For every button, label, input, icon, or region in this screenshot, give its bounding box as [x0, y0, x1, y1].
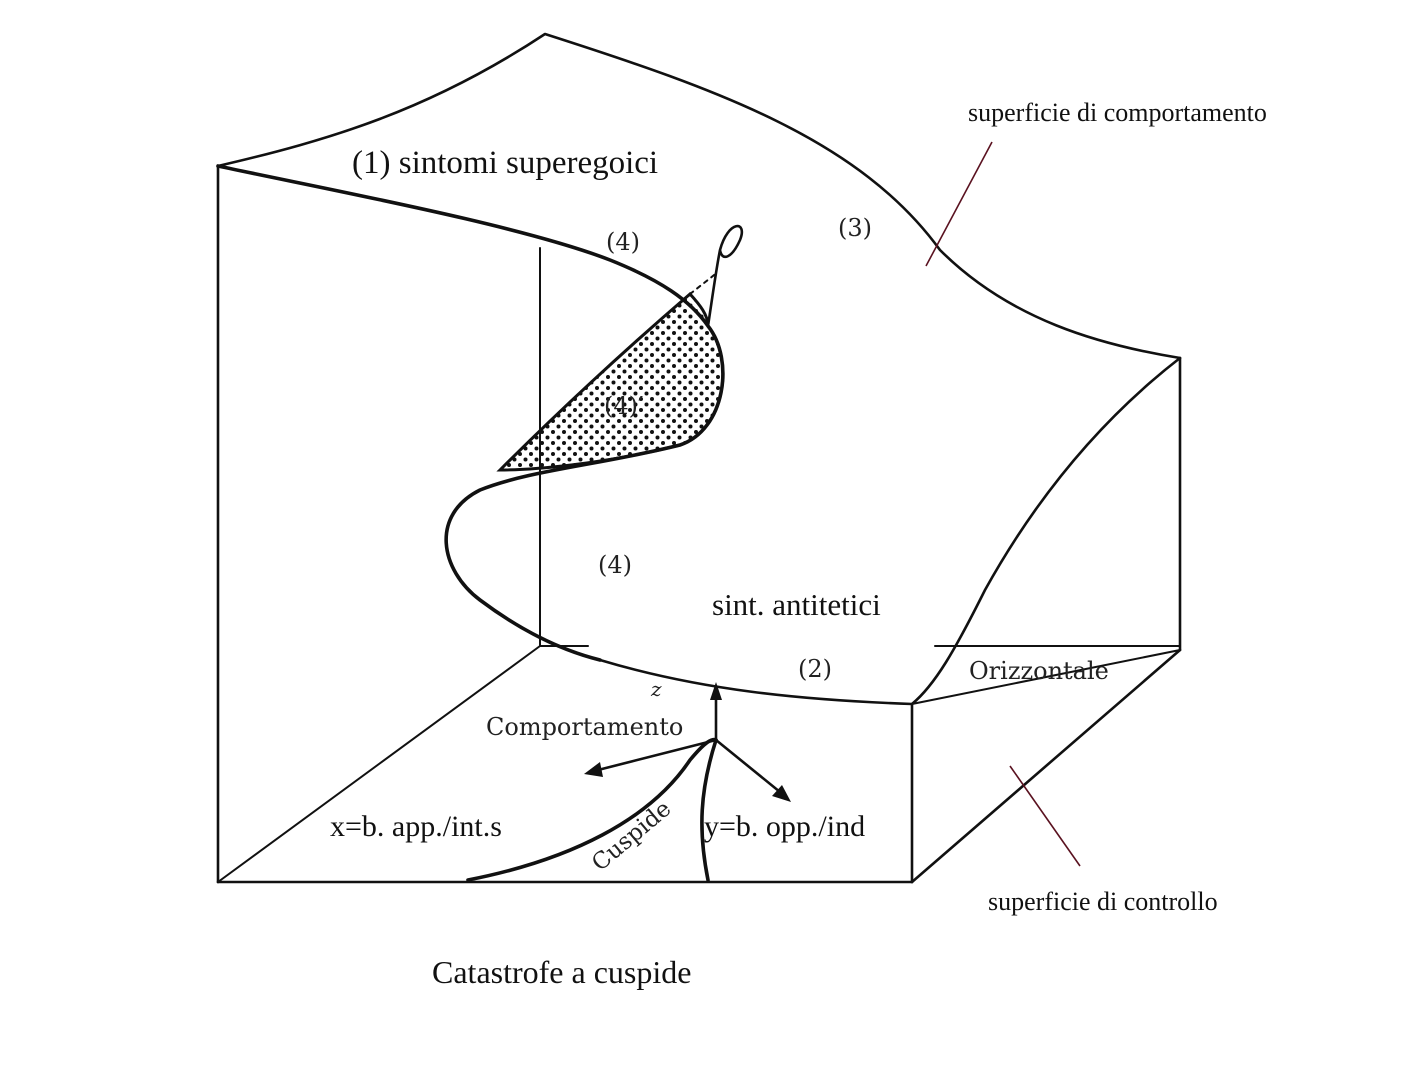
control-top-edge	[911, 649, 1181, 705]
horizontal-label: Orizzontale	[969, 657, 1109, 685]
region-3-label: (3)	[838, 214, 872, 242]
region-4-top-label: (4)	[606, 228, 640, 256]
y-axis-label: y=b. opp./ind	[704, 810, 865, 843]
floor-left-diagonal	[217, 645, 541, 883]
box-frame	[216, 164, 1182, 884]
right-bottom-edge	[910, 648, 1182, 884]
surface-front-edge	[598, 658, 914, 706]
y-axis-arrowhead	[772, 785, 791, 802]
behavior-surface-label: superficie di comportamento	[968, 98, 1267, 127]
behavior-axis-label: Comportamento	[486, 713, 683, 741]
cusp-right-branch	[700, 738, 718, 882]
region-4-mid-label: (4)	[598, 551, 632, 579]
fold-loop	[706, 224, 743, 328]
hidden-fold-dashed	[689, 271, 719, 295]
antithetic-symptoms-label: sint. antitetici	[712, 587, 881, 622]
diagram-title: Catastrofe a cuspide	[432, 954, 691, 990]
x-axis-line	[596, 738, 718, 772]
surface-right-edge	[910, 356, 1182, 706]
region-2-label: (2)	[798, 655, 832, 683]
behavior-surface-leader	[925, 141, 993, 267]
y-axis-line	[714, 738, 782, 794]
superego-symptoms-label: (1) sintomi superegoici	[352, 145, 658, 181]
z-axis-arrowhead	[710, 682, 722, 700]
control-surface-label: superficie di controllo	[988, 887, 1218, 916]
stippled-fold-region	[496, 291, 725, 472]
region-4-prime-label: (4)′	[604, 392, 643, 420]
control-plane	[466, 682, 791, 882]
z-axis-label: z	[650, 677, 662, 701]
x-axis-arrowhead	[584, 762, 603, 777]
x-axis-label: x=b. app./int.s	[330, 810, 502, 843]
control-surface-leader	[1009, 765, 1081, 867]
surface-top-edge	[216, 32, 1182, 360]
